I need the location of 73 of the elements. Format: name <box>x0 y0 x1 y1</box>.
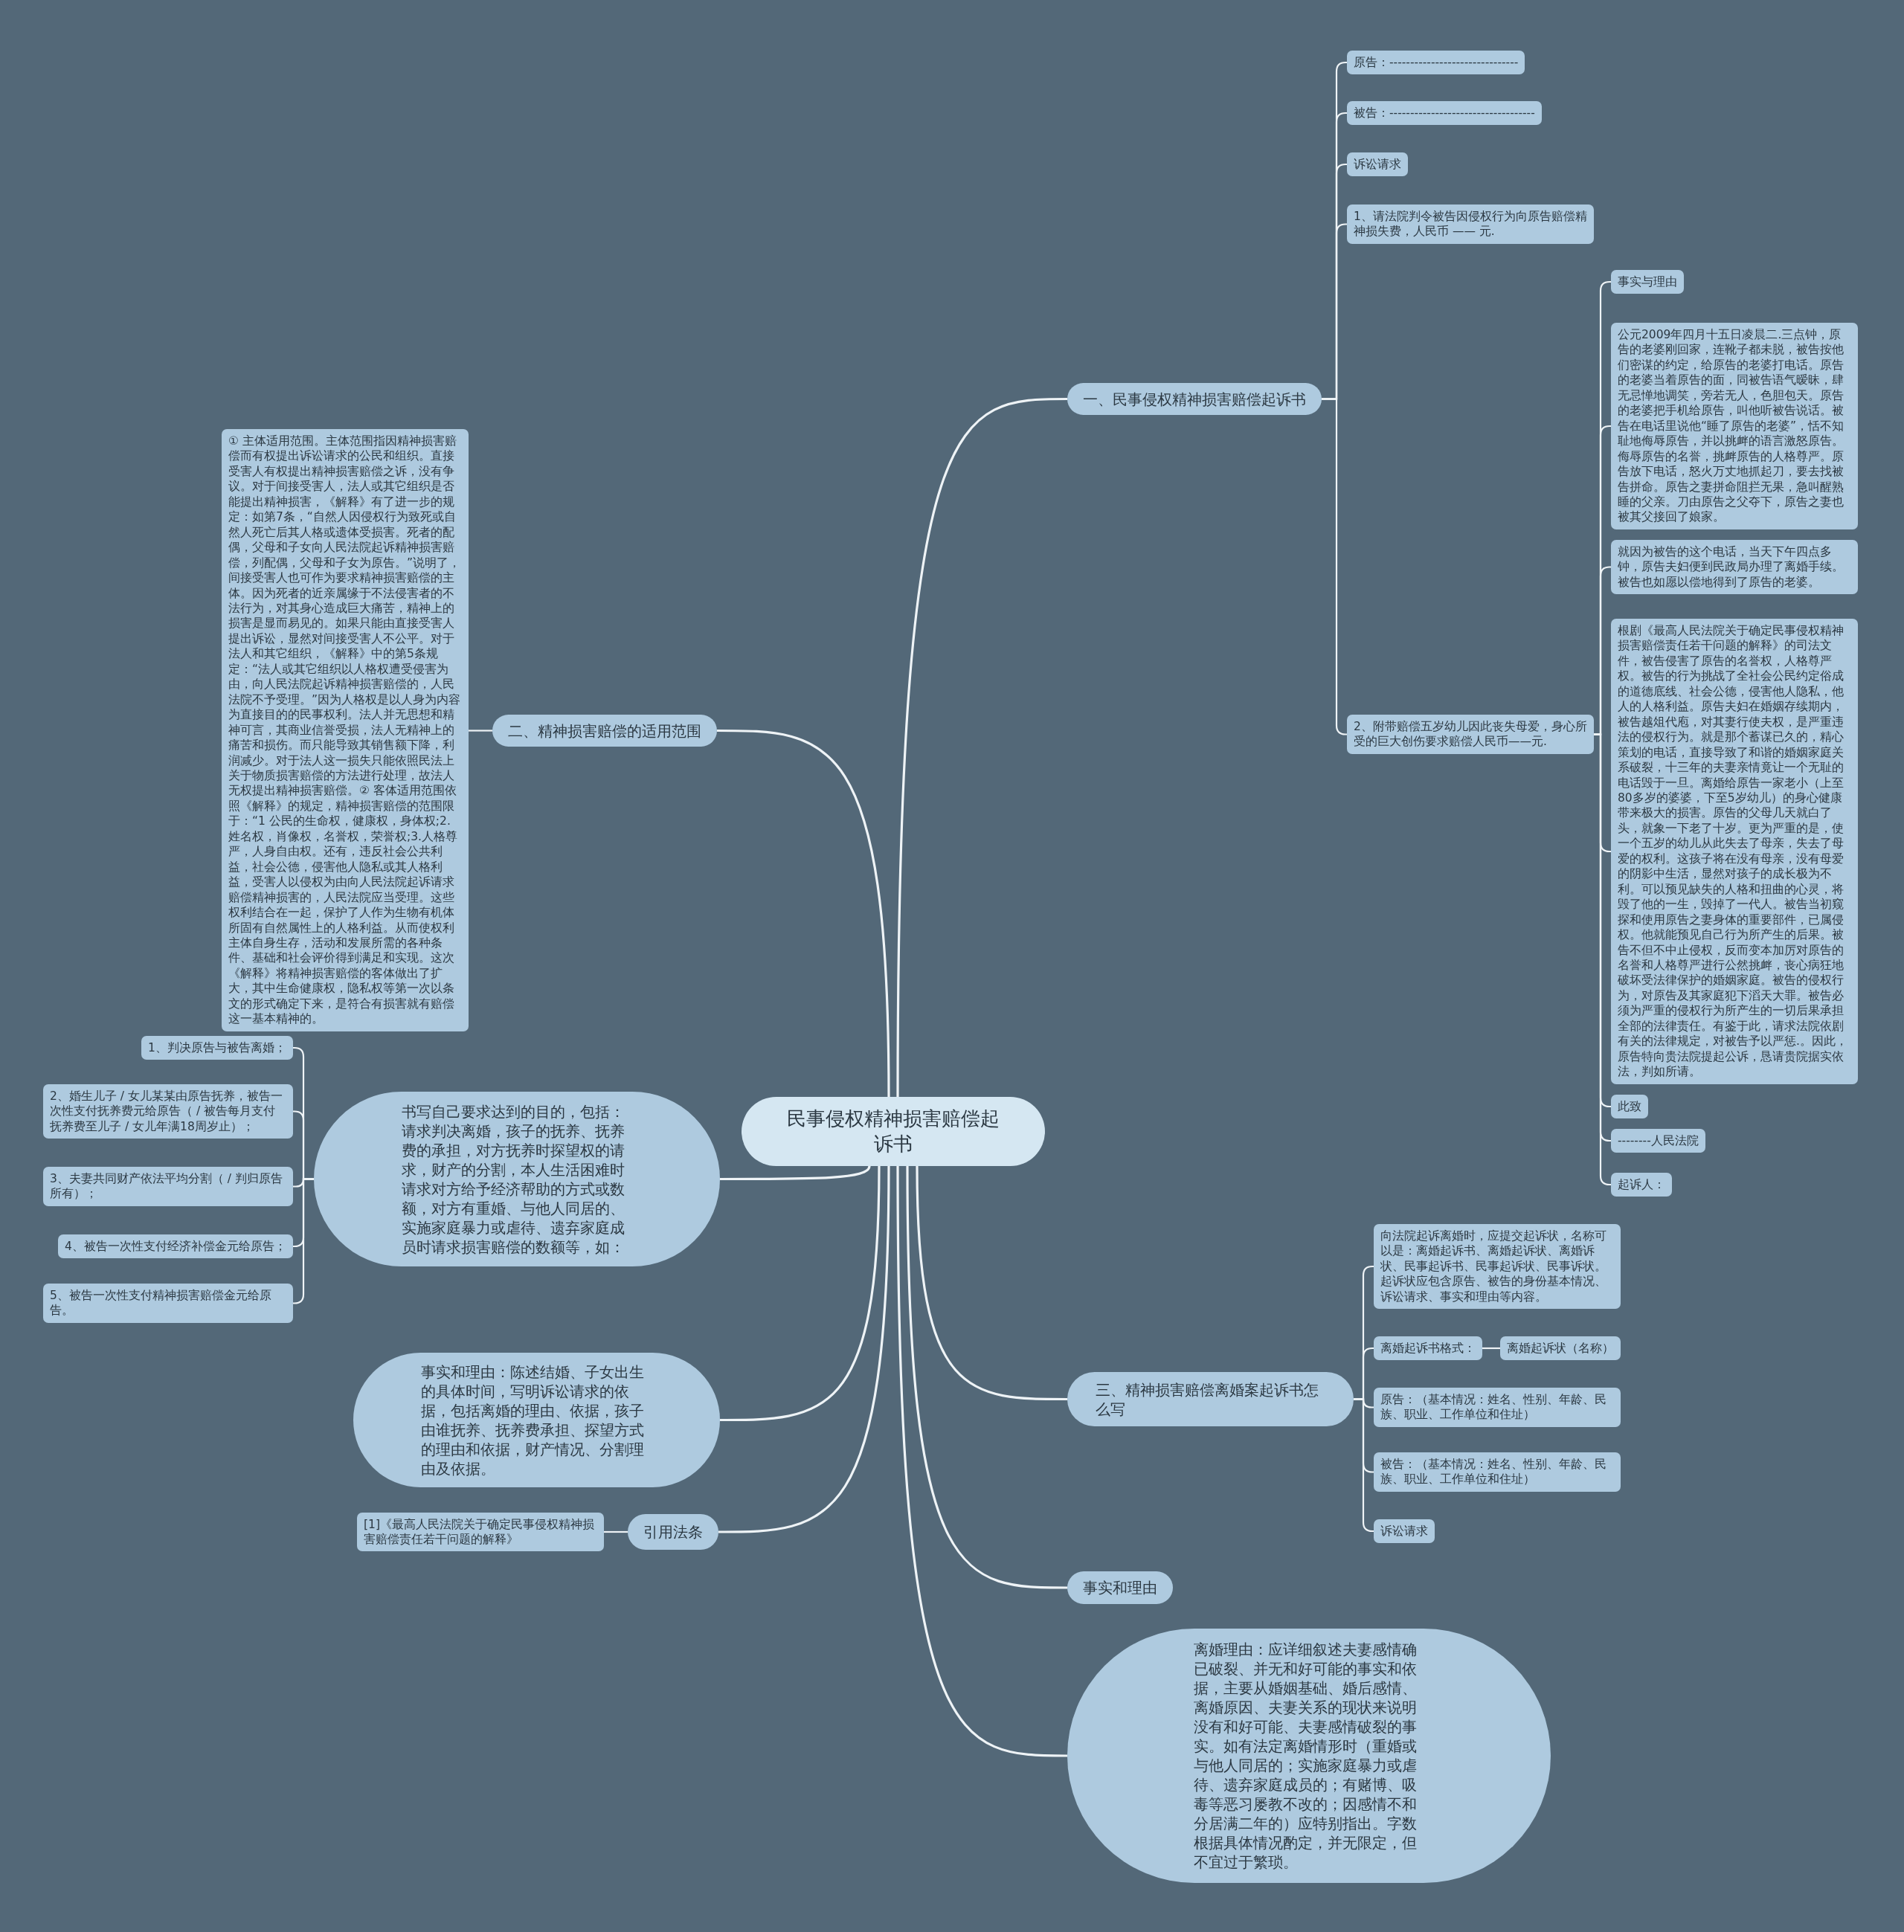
subtopic-card <box>1374 1452 1621 1492</box>
topic-text: 原告：------------------------------- <box>1354 55 1519 71</box>
topic-text: 三、精神损害赔偿离婚案起诉书怎么写 <box>1096 1379 1319 1419</box>
topic-text: 民事侵权精神损害赔偿起诉书 <box>786 1106 1000 1156</box>
connector-line <box>717 729 890 1098</box>
topic-text: 事实和理由 <box>1083 1578 1157 1597</box>
connector-line <box>604 1530 628 1533</box>
subtopic-card <box>1374 1388 1621 1427</box>
topic-text: 离婚理由：应详细叙述夫妻感情确已破裂、并无和好可能的事实和依据，主要从婚姻基础、婚后感情、离婚原因、夫妻关系的现状来说明没有和好可能、夫妻感情破裂的事实。如有法定离婚情形时（重婚或与他人同居的；实施家庭暴力或虐待、遗弃家庭成员的；有赌博、吸毒等恶习屡教不改的；因感情不和分居满二年的）应特别指出。字数根据具体情况酌定，并无限定，但不宜过于繁琐。 <box>1194 1640 1418 1872</box>
subtopic-card <box>1374 1336 1482 1361</box>
subtopic-card <box>1611 1173 1672 1197</box>
topic-text: 离婚起诉状（名称） <box>1507 1341 1614 1356</box>
topic-text: 被告：（基本情况：姓名、性别、年龄、民族、职业、工作单位和住址） <box>1380 1457 1607 1487</box>
main-topic-pill <box>1067 383 1322 415</box>
topic-text: [1]《最高人民法院关于确定民事侵权精神损害赔偿责任若干问题的解释》 <box>364 1516 595 1548</box>
connector-line <box>469 730 492 732</box>
subtopic-card <box>1611 270 1684 294</box>
topic-text: 此致 <box>1618 1099 1641 1115</box>
topic-text: 书写自己要求达到的目的，包括：请求判决离婚，孩子的抚养、抚养费的承担，对方抚养时探望权的请求，财产的分割，本人生活困难时请求对方给予经济帮助的方式或数额，对方有重婚、与他人同居的、实施家庭暴力或虐待、遗弃家庭成员时请求损害赔偿的数额等，如： <box>402 1101 625 1257</box>
topic-text: 一、民事侵权精神损害赔偿起诉书 <box>1083 389 1306 409</box>
connector-line <box>720 1165 881 1422</box>
topic-text: 2、附带赔偿五岁幼儿因此丧失母爱，身心所受的巨大创伤要求赔偿人民币——元. <box>1354 719 1587 750</box>
connector-line <box>906 1166 1067 1589</box>
subtopic-card <box>1374 1224 1621 1310</box>
topic-text: 诉讼请求 <box>1354 157 1401 173</box>
topic-text: 事实与理由 <box>1618 274 1677 290</box>
topic-text: 事实和理由：陈述结婚、子女出生的具体时间，写明诉讼请求的依据，包括离婚的理由、依据，孩子由谁抚养、抚养费承担、探望方式的理由和依据，财产情况、分割理由及依据。 <box>421 1362 645 1478</box>
topic-text: --------人民法院 <box>1618 1133 1699 1149</box>
topic-text: 3、夫妻共同财产依法平均分割（ / 判归原告所有）； <box>50 1171 283 1202</box>
topic-text: 被告：----------------------------------- <box>1354 106 1535 121</box>
topic-text: 4、被告一次性支付经济补偿金元给原告； <box>65 1239 286 1255</box>
subtopic-card <box>1347 205 1594 244</box>
topic-text: 公元2009年四月十五日凌晨二.三点钟，原告的老婆刚回家，连靴子都未脱，被告按他们密谋的约定，给原告的老婆打电话。原告的老婆当着原告的面，同被告语气暧昧，肆无忌惮地调笑，旁若无人，色胆包天。原告的老婆把手机给原告，叫他听被告说话。被告在电话里说他“睡了原告的老婆”，恬不知耻地侮辱原告，并以挑衅的语言激怒原告。侮辱原告的名誉，挑衅原告的人格尊严。原告放下电话，怒火万丈地抓起刀，要去找被告拼命。原告之妻拼命阻拦无果，急叫醒熟睡的父亲。刀由原告之父夺下，原告之妻也被其父接回了娘家。 <box>1618 327 1845 525</box>
topic-text: 引用法条 <box>643 1522 703 1542</box>
subtopic-card <box>357 1512 604 1552</box>
subtopic-card <box>1347 152 1408 177</box>
connector-line <box>718 1165 890 1533</box>
topic-text: 2、婚生儿子 / 女儿某某由原告抚养，被告一次性支付抚养费元给原告（ / 被告每月支付抚养费至儿子 / 女儿年满18周岁止）； <box>50 1089 283 1135</box>
topic-text: 1、请法院判令被告因侵权行为向原告赔偿精神损失费，人民币 —— 元. <box>1354 209 1587 239</box>
topic-text: ① 主体适用范围。主体范围指因精神损害赔偿而有权提出诉讼请求的公民和组织。直接受害人有权提出精神损害赔偿之诉，没有争议。对于间接受害人，法人或其它组织是否能提出精神损害，《解释》有了进一步的规定：如第7条，“自然人因侵权行为致死或自然人死亡后其人格或遗体受损害。死者的配偶，父母和子女向人民法院起诉精神损害赔偿，列配偶，父母和子女为原告。”说明了，间接受害人也可作为要求精神损害赔偿的主体。因为死者的近亲属缘于不法侵害者的不法行为，对其身心造成巨大痛苦，精神上的损害是显而易见的。如果只能由直接受害人提出诉讼，显然对间接受害人不公平。对于法人和其它组织，《解释》中的第5条规定：“法人或其它组织以人格权遭受侵害为由，向人民法院起诉精神损害赔偿的，人民法院不予受理。”因为人格权是以人身为内容为直接目的的民事权利。法人并无思想和精神可言，其商业信誉受损，法人无精神上的痛苦和损伤。而只能导致其销售额下降，利润减少。对于法人这一损失只能依照民法上关于物质损害赔偿的方法进行处理，故法人无权提出精神损害赔偿。② 客体适用范围依照《解释》的规定，精神损害赔偿的范围限于：“1 公民的生命权，健康权，身体权;2.姓名权，肖像权，名誉权，荣誉权;3.人格尊严，人身自由权。还有，违反社会公共利益，社会公德，侵害他人隐私或其人格利益，受害人以侵权为由向人民法院起诉请求赔偿精神损害的，人民法院应当受理。这些权利结合在一起，保护了人作为生物有机体所固有自然属性上的人格利益。从而使权利主体自身生存，活动和发展所需的各种条件、基础和社会评价得到满足和实现。这次《解释》将精神损害赔偿的客体做出了扩大，其中生命健康权，隐私权等第一次以条文的形式确定下来，是符合有损害就有赔偿这一基本精神的。 <box>228 434 462 1027</box>
subtopic-card <box>1611 540 1858 595</box>
connector-line <box>720 1165 871 1181</box>
topic-text: 起诉人： <box>1618 1177 1665 1193</box>
subtopic-card <box>43 1084 293 1139</box>
main-topic-pill <box>628 1514 718 1550</box>
connector-line <box>916 1165 1067 1401</box>
main-topic-pill <box>492 715 717 747</box>
connector-line <box>896 397 1068 1097</box>
subtopic-card <box>141 1036 293 1060</box>
topic-text: 根剧《最高人民法院关于确定民事侵权精神损害赔偿责任若干问题的解释》的司法文件，被告侵害了原告的名誉权，人格尊严权。被告的行为挑战了全社会公民约定俗成的道德底线、社会公德，侵害他人隐私，他人的人格利益。原告夫妇在婚姻存续期内，被告越俎代庖，对其妻行使夫权，是严重违法的侵权行为。就是那个蓄谋已久的，精心策划的电话，直接导致了和谐的婚姻家庭关系破裂，十三年的夫妻亲情竟让一个无耻的电话毁于一旦。离婚给原告一家老小（上至80多岁的婆婆，下至5岁幼儿）的身心健康带来极大的损害。原告的父母几天就白了头，就象一下老了十岁。更为严重的是，使一个五岁的幼儿从此失去了母亲，失去了母爱的权利。这孩子将在没有母亲，没有母爱的阴影中生活，显然对孩子的成长极为不利。可以预见缺失的人格和扭曲的心灵，将毁了他的一生，毁掉了一代人。被告当初窥探和使用原告之妻身体的重要部件，已属侵权。他就能预见自己行为所产生的后果。被告不但不中止侵权，反而变本加厉对原告的名誉和人格尊严进行公然挑衅，丧心病狂地破坏受法律保护的婚姻家庭。被告的侵权行为，对原告及其家庭犯下滔天大罪。被告必须为严重的侵权行为所产生的一切后果承担全部的法律责任。有鉴于此，请求法院依剧有关的法律规定，对被告予以严惩.。因此，原告特向贵法院提起公诉，恳请贵院据实依法，判如所请。 <box>1618 623 1848 1080</box>
subtopic-card <box>58 1234 293 1259</box>
connector-line <box>1482 1347 1500 1350</box>
subtopic-card <box>1500 1336 1621 1361</box>
subtopic-card <box>1374 1519 1435 1544</box>
connector-line <box>1322 398 1348 735</box>
connector-line <box>1354 1398 1374 1533</box>
topic-text: 5、被告一次性支付精神损害赔偿金元给原告。 <box>50 1288 272 1318</box>
topic-text: 离婚起诉书格式： <box>1380 1341 1476 1356</box>
connector-line <box>896 1166 1067 1757</box>
topic-text: 就因为被告的这个电话，当天下午四点多钟，原告夫妇便到民政局办理了离婚手续。被告也如愿以偿地得到了原告的老婆。 <box>1618 544 1844 590</box>
subtopic-card <box>1347 715 1594 754</box>
topic-text: 诉讼请求 <box>1380 1524 1428 1539</box>
topic-text: 二、精神损害赔偿的适用范围 <box>508 721 701 741</box>
subtopic-card <box>1347 101 1542 126</box>
topic-text: 1、判决原告与被告离婚； <box>148 1040 286 1056</box>
topic-text: 原告：（基本情况：姓名、性别、年龄、民族、职业、工作单位和住址） <box>1380 1392 1607 1423</box>
topic-text: 向法院起诉离婚时，应提交起诉状，名称可以是：离婚起诉书、离婚起诉状、离婚诉状、民事起诉书、民事起诉状、民事诉状。起诉状应包含原告、被告的身份基本情况、诉讼请求、事实和理由等内容。 <box>1380 1229 1607 1305</box>
main-topic-pill <box>1067 1571 1173 1604</box>
subtopic-card <box>1611 1129 1705 1153</box>
subtopic-card <box>1347 51 1525 75</box>
subtopic-card <box>43 1167 293 1206</box>
subtopic-card <box>1611 1095 1648 1119</box>
subtopic-card <box>43 1284 293 1323</box>
